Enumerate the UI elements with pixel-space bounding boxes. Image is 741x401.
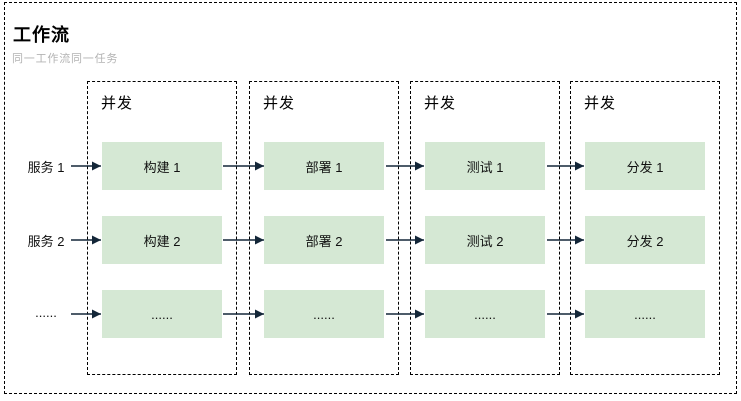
task-box-build-1: 构建 1 bbox=[102, 142, 222, 190]
lane-concurrent-deploy: 并发 部署 1 部署 2 ...... bbox=[249, 81, 399, 375]
lane-header: 并发 bbox=[584, 95, 617, 112]
task-box-distribute-2: 分发 2 bbox=[585, 216, 705, 264]
task-box-deploy-1: 部署 1 bbox=[264, 142, 384, 190]
task-box-test-more: ...... bbox=[425, 290, 545, 338]
task-box-deploy-2: 部署 2 bbox=[264, 216, 384, 264]
row-label-more-services: ...... bbox=[35, 305, 57, 320]
task-box-build-2: 构建 2 bbox=[102, 216, 222, 264]
lane-concurrent-test: 并发 测试 1 测试 2 ...... bbox=[410, 81, 560, 375]
lane-concurrent-build: 并发 构建 1 构建 2 ...... bbox=[87, 81, 237, 375]
lane-header: 并发 bbox=[101, 95, 134, 112]
row-label-service-1: 服务 1 bbox=[27, 160, 65, 175]
task-box-test-2: 测试 2 bbox=[425, 216, 545, 264]
task-box-build-more: ...... bbox=[102, 290, 222, 338]
lane-concurrent-distribute: 并发 分发 1 分发 2 ...... bbox=[570, 81, 720, 375]
page-subtitle: 同一工作流同一任务 bbox=[12, 53, 119, 65]
task-box-distribute-1: 分发 1 bbox=[585, 142, 705, 190]
task-box-distribute-more: ...... bbox=[585, 290, 705, 338]
task-box-test-1: 测试 1 bbox=[425, 142, 545, 190]
row-label-service-2: 服务 2 bbox=[27, 234, 65, 249]
outer-dashed-frame bbox=[4, 2, 737, 394]
page-title: 工作流 bbox=[13, 25, 70, 45]
lane-header: 并发 bbox=[263, 95, 296, 112]
task-box-deploy-more: ...... bbox=[264, 290, 384, 338]
lane-header: 并发 bbox=[424, 95, 457, 112]
